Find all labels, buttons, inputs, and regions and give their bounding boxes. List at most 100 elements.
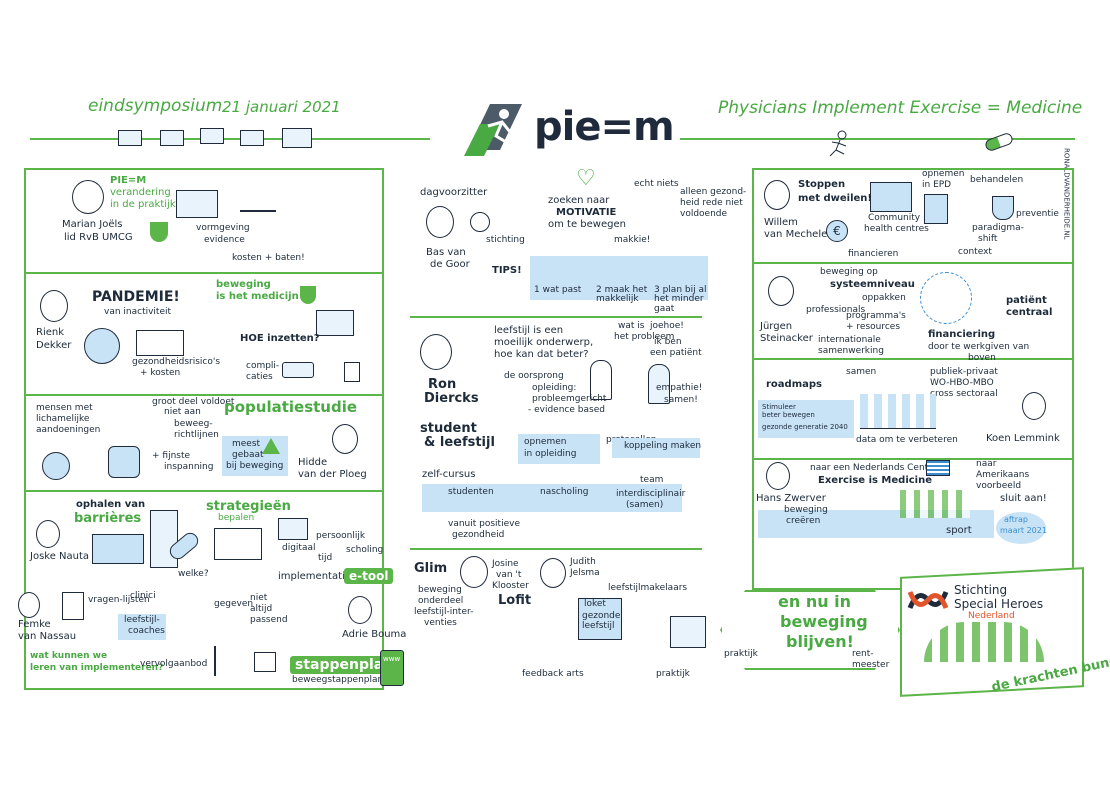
person-name: Hans Zwerver	[756, 493, 826, 504]
chair-icon	[108, 446, 140, 478]
s3-label: richtlijnen	[174, 430, 219, 440]
student: student	[420, 421, 477, 436]
makkie: makkie!	[614, 235, 651, 245]
avatar	[766, 462, 790, 490]
s3-label: gebaat	[232, 450, 264, 460]
stappenplan-site: beweegstappenplan.nl	[292, 675, 395, 685]
echt-label: echt niets	[634, 179, 679, 189]
person-name: Joske Nauta	[30, 551, 90, 562]
tips-label: TIPS!	[492, 265, 522, 276]
map-icon	[214, 528, 262, 560]
tip-1: 1 wat past	[534, 285, 582, 295]
zoeken: MOTIVATIE	[556, 207, 617, 218]
patient-icon	[648, 364, 670, 404]
s4-label: persoonlijk	[316, 531, 366, 541]
signpost-icon	[214, 646, 230, 676]
event-title: eindsymposium	[88, 96, 223, 116]
bookshelf-icon	[150, 510, 178, 568]
s4-label: wat kunnen we	[30, 651, 108, 661]
opleiding: opleiding:	[532, 383, 577, 393]
s2-label: + kosten	[140, 368, 181, 378]
opnemen-band	[518, 434, 600, 464]
person-name: Marian Joëls	[62, 219, 123, 230]
paradigma: shift	[978, 234, 998, 244]
s3-label: lichamelijke	[36, 414, 90, 424]
alleen: voldoende	[680, 209, 728, 219]
s4-label: gegeven	[214, 599, 254, 609]
eim: Exercise is Medicine	[818, 475, 933, 486]
koppeling-band	[612, 438, 700, 458]
person-name: Diercks	[424, 391, 479, 406]
building-icon	[176, 190, 218, 218]
s4-barrieres: barrières	[74, 511, 142, 526]
header-line-left	[30, 138, 430, 140]
zelf-band	[422, 484, 682, 512]
systeem: systeemniveau	[830, 279, 915, 290]
divider	[752, 458, 1074, 460]
avatar	[540, 558, 566, 588]
video-call-icon	[160, 130, 184, 146]
divider	[752, 262, 1074, 264]
context: context	[958, 247, 992, 257]
laptop-icon	[278, 518, 308, 540]
arrow-down-icon	[344, 362, 360, 382]
tip-2: 2 maak het makkelijk	[596, 285, 648, 305]
network-icon	[920, 272, 972, 324]
person-name: Steinacker	[760, 333, 813, 344]
s2-beweging: is het medicijn	[216, 291, 299, 302]
financieren: financieren	[848, 249, 899, 259]
team: team	[640, 475, 664, 485]
stoppen: Stoppen	[798, 179, 846, 190]
ppp: cross sectoraal	[930, 389, 998, 399]
s3-label: meest	[232, 439, 261, 449]
rentmeester: meester	[852, 660, 890, 670]
dag-label: dagvoorzitter	[420, 187, 488, 198]
avatar	[460, 556, 488, 588]
beweging-label: venties	[424, 618, 457, 628]
opleiding: - evidence based	[528, 405, 605, 415]
avatar	[18, 592, 40, 618]
nu-in-beweging: beweging	[780, 612, 868, 631]
flag-icon	[926, 460, 950, 476]
coach-highlight	[118, 614, 166, 640]
divider	[24, 272, 384, 274]
roadmap-item: beter bewegen	[762, 411, 815, 419]
aftrap: aftrap	[1004, 515, 1028, 524]
s4-label: altijd	[250, 604, 273, 614]
header-line-right	[680, 138, 1075, 140]
s4-label: coaches	[128, 626, 165, 636]
s3-label: beweeg-	[174, 419, 213, 429]
aftrap: maart 2021	[1000, 526, 1047, 535]
pills-icon	[282, 362, 314, 378]
runner-icon	[829, 130, 847, 157]
pill-icon	[983, 131, 1015, 153]
s2-hoe: HOE inzetten?	[240, 333, 320, 344]
judith: Jelsma	[570, 568, 600, 578]
athletes-icon	[900, 490, 970, 518]
roadmap-band	[758, 400, 854, 438]
roadmaps: roadmaps	[766, 379, 822, 390]
hands-icon	[924, 622, 1044, 662]
arrow-banner	[720, 590, 900, 670]
zoeken: om te bewegen	[548, 219, 626, 230]
s4-label: tijd	[318, 553, 333, 563]
roadmap-item: Stimuleer	[762, 403, 796, 411]
s3-label: aandoeningen	[36, 425, 101, 435]
zoeken: zoeken naar	[548, 195, 610, 206]
s4-label: clinici	[130, 591, 156, 601]
avatar	[420, 334, 452, 370]
person-name: Bas van	[426, 247, 466, 258]
praktijk-label: praktijk	[724, 649, 758, 659]
avatar	[764, 180, 790, 210]
video-call-icon	[200, 128, 224, 144]
person-name: Hidde	[298, 457, 328, 468]
euro-icon: €	[826, 220, 848, 242]
avatar	[332, 424, 358, 454]
divider	[24, 490, 384, 492]
avatar	[36, 520, 60, 548]
crowd-icon	[860, 394, 936, 429]
samen: samen!	[664, 395, 698, 405]
feedback: feedback arts	[522, 669, 584, 679]
person-name: Willem	[764, 217, 798, 228]
e-tool-badge: e-tool	[344, 568, 394, 584]
